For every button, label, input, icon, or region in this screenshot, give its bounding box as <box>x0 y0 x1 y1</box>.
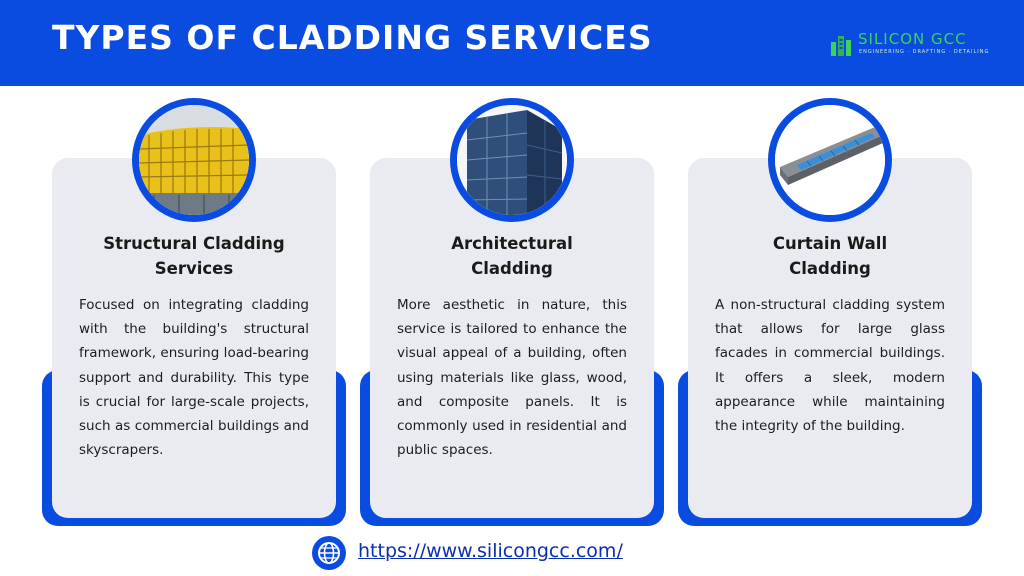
service-card-curtain-wall: Curtain Wall Cladding A non-structural c… <box>678 98 982 528</box>
architectural-cladding-image <box>457 105 567 215</box>
logo-tagline: ENGINEERING · DRAFTING · DETAILING <box>859 49 990 55</box>
card-title-line1: Structural Cladding <box>103 234 285 253</box>
footer-website: https://www.silicongcc.com/ <box>312 536 692 570</box>
curtain-wall-cladding-image <box>775 105 885 215</box>
service-card-architectural: Architectural Cladding More aesthetic in… <box>360 98 664 528</box>
card-description: Focused on integrating cladding with the… <box>79 297 309 459</box>
website-link[interactable]: https://www.silicongcc.com/ <box>358 540 623 562</box>
page-title: TYPES OF CLADDING SERVICES <box>52 18 653 57</box>
header-banner: TYPES OF CLADDING SERVICES SILICON GCC E… <box>0 0 1024 86</box>
card-title: Curtain Wall Cladding <box>708 231 952 281</box>
card-image-frame <box>132 98 256 222</box>
card-description: A non-structural cladding system that al… <box>715 297 945 435</box>
company-logo[interactable]: SILICON GCC ENGINEERING · DRAFTING · DET… <box>830 30 990 60</box>
card-title-line1: Curtain Wall <box>772 234 888 253</box>
card-title-line2: Cladding <box>789 259 871 278</box>
card-title-line2: Services <box>154 259 234 278</box>
card-image-frame <box>768 98 892 222</box>
logo-name: SILICON GCC <box>858 30 967 48</box>
card-image-frame <box>450 98 574 222</box>
card-title: Structural Cladding Services <box>72 231 316 281</box>
globe-icon <box>312 536 346 570</box>
card-description: More aesthetic in nature, this service i… <box>397 297 627 459</box>
service-card-structural: Structural Cladding Services Focused on … <box>42 98 346 528</box>
card-title-line2: Cladding <box>471 259 553 278</box>
structural-cladding-image <box>139 105 249 215</box>
logo-building-icon <box>831 36 851 56</box>
card-title: Architectural Cladding <box>390 231 634 281</box>
card-title-line1: Architectural <box>451 234 573 253</box>
